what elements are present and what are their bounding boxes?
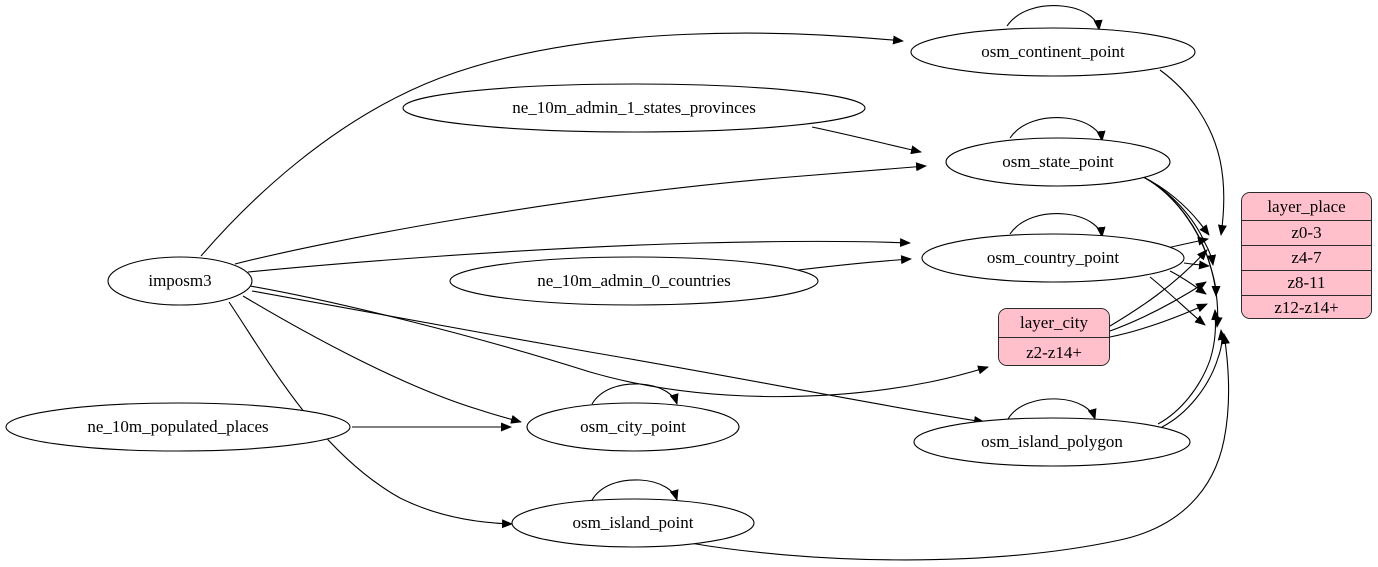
node-imposm3-label: imposm3 [148, 271, 211, 290]
edge-osm-country-point-to-layer-place-z4-7 [1183, 260, 1210, 270]
node-osm-country-point[interactable] [921, 233, 1185, 283]
edge-layer [200, 5, 1230, 561]
node-osm-state-point-label: osm_state_point [1002, 152, 1114, 171]
node-osm-city-point[interactable] [526, 402, 740, 452]
node-osm-island-polygon[interactable] [913, 417, 1191, 467]
edge-layer-city-to-layer-place-z4-7 [1109, 281, 1207, 332]
edge-self-loop-osm-state-point [1009, 117, 1106, 142]
edge-osm-island-point-to-layer-place-z12-z14 [689, 333, 1230, 561]
node-osm-island-point[interactable] [511, 498, 755, 548]
node-ne-10m-admin-0-countries[interactable] [449, 256, 819, 306]
record-row-layer-place-z0-3[interactable]: z0-3 [1242, 221, 1371, 246]
record-node-layer-place[interactable]: layer_place z0-3 z4-7 z8-11 z12-z14+ [1241, 192, 1372, 319]
edge-osm-country-point-to-layer-place-z12-z14 [1149, 276, 1206, 326]
edge-imposm3-to-osm-city-point [242, 295, 522, 424]
record-row-layer-city-z2-z14[interactable]: z2-z14+ [999, 338, 1109, 365]
node-ne-populated-label: ne_10m_populated_places [87, 417, 268, 436]
record-row-layer-place-z12-z14[interactable]: z12-z14+ [1242, 296, 1371, 318]
node-osm-country-point-label: osm_country_point [987, 248, 1119, 267]
edge-imposm3-to-osm-country-point [247, 238, 911, 273]
node-osm-city-point-label: osm_city_point [580, 417, 686, 436]
node-imposm3[interactable] [107, 256, 253, 306]
edge-self-loop-osm-city-point [591, 383, 679, 405]
node-osm-continent-point-label: osm_continent_point [981, 42, 1125, 61]
edge-osm-island-polygon-to-layer-place-z8-11 [1157, 309, 1221, 425]
edge-osm-island-polygon-to-layer-place-z12-z14 [1161, 329, 1227, 428]
node-osm-island-point-label: osm_island_point [573, 513, 694, 532]
record-header-layer-place: layer_place [1242, 193, 1371, 221]
node-osm-island-polygon-label: osm_island_polygon [981, 432, 1123, 451]
edge-imposm3-to-osm-island-polygon [251, 290, 985, 425]
record-row-layer-place-z8-11[interactable]: z8-11 [1242, 271, 1371, 296]
record-node-layer-city[interactable]: layer_city z2-z14+ [998, 308, 1110, 366]
edge-osm-state-point-to-layer-place-z8-11 [1146, 178, 1221, 297]
record-row-layer-place-z4-7[interactable]: z4-7 [1242, 246, 1371, 271]
node-ne-states-label: ne_10m_admin_1_states_provinces [512, 98, 756, 117]
edge-self-loop-osm-island-point [591, 479, 679, 501]
edge-ne-countries-to-osm-country-point [797, 255, 912, 271]
edge-self-loop-osm-continent-point [1006, 5, 1103, 31]
record-header-layer-city: layer_city [999, 309, 1109, 338]
edge-imposm3-to-osm-continent-point [200, 32, 904, 257]
node-osm-continent-point[interactable] [910, 27, 1196, 77]
edge-self-loop-osm-island-polygon [1007, 398, 1097, 420]
node-ne-10m-admin-1-states-provinces[interactable] [402, 83, 866, 133]
edge-imposm3-to-osm-island-point [228, 301, 513, 529]
edge-osm-state-point-to-layer-place-z0-3 [1142, 176, 1210, 236]
edge-ne-states-to-osm-state-point [811, 126, 922, 155]
edge-imposm3-to-layer-city [249, 285, 989, 398]
edge-osm-country-point-to-layer-place-z8-11 [1169, 270, 1207, 295]
node-ne-10m-populated-places[interactable] [5, 402, 351, 452]
edge-layer-city-to-layer-place-z0-3 [1109, 249, 1208, 327]
node-osm-state-point[interactable] [945, 137, 1171, 187]
node-ne-countries-label: ne_10m_admin_0_countries [537, 271, 731, 290]
edge-imposm3-to-osm-state-point [234, 162, 927, 265]
edge-osm-continent-point-to-layer-place-z0-3 [1159, 69, 1227, 236]
node-layer: imposm3 ne_10m_admin_1_states_provinces … [5, 27, 1196, 548]
edge-self-loop-osm-country-point [1009, 213, 1106, 238]
edge-layer-city-to-layer-place-z8-11 [1109, 303, 1208, 338]
